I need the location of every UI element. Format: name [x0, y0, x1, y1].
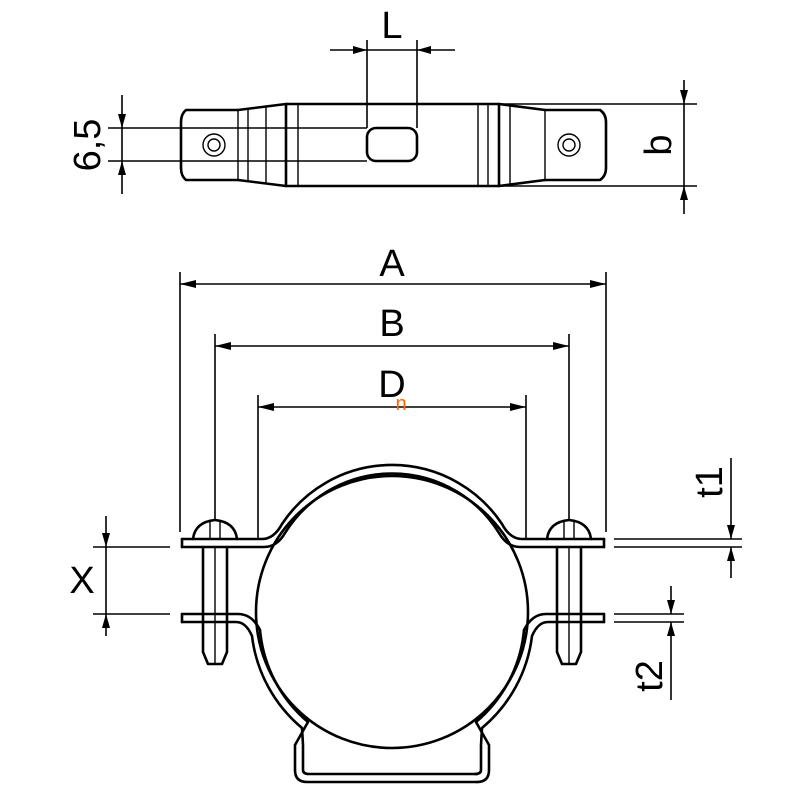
front-view	[180, 463, 606, 784]
dimension-l: L	[330, 5, 455, 128]
dim-label-x: X	[69, 560, 94, 602]
lower-band-left	[180, 612, 479, 784]
dimension-t2: t2	[614, 586, 684, 700]
top-band-inner	[180, 472, 606, 549]
lower-band-right-inner	[473, 620, 606, 776]
pipe-circle	[254, 474, 530, 750]
center-slot	[365, 126, 419, 163]
dimension-b: b	[499, 80, 697, 214]
dim-label-l: L	[381, 5, 402, 47]
lower-band-right	[474, 612, 606, 784]
dimension-b-bolts: B	[214, 303, 570, 520]
dim-label-t1: t1	[689, 466, 731, 498]
dimension-slot-height: 6,5	[67, 95, 367, 194]
left-transition	[236, 102, 288, 188]
left-bolt-head	[191, 518, 239, 541]
dimension-x: X	[69, 516, 170, 636]
dim-label-b-upper: B	[379, 303, 404, 345]
lower-band-left-inner	[180, 620, 479, 776]
dimension-d: D n	[257, 364, 527, 540]
right-transition	[497, 102, 547, 188]
right-tab-outline	[543, 108, 608, 182]
right-tab-hole-outer	[557, 133, 581, 157]
left-tab-hole-inner	[207, 138, 221, 152]
dimension-a: A	[179, 243, 607, 532]
right-tab-hole-inner	[562, 138, 576, 152]
central-band	[284, 102, 501, 188]
dim-label-a: A	[379, 243, 405, 285]
top-band	[180, 463, 606, 541]
left-tab-hole-outer	[202, 133, 226, 157]
dim-label-d: D	[378, 364, 405, 406]
dim-label-slot-height: 6,5	[67, 119, 109, 172]
dim-label-t2: t2	[629, 660, 671, 692]
top-view	[179, 102, 608, 188]
cursor-marker: n	[395, 393, 406, 415]
dim-label-b: b	[638, 134, 680, 155]
dimension-t1: t1	[614, 458, 742, 578]
right-bolt-head	[545, 518, 593, 541]
left-tab-outline	[179, 108, 240, 182]
